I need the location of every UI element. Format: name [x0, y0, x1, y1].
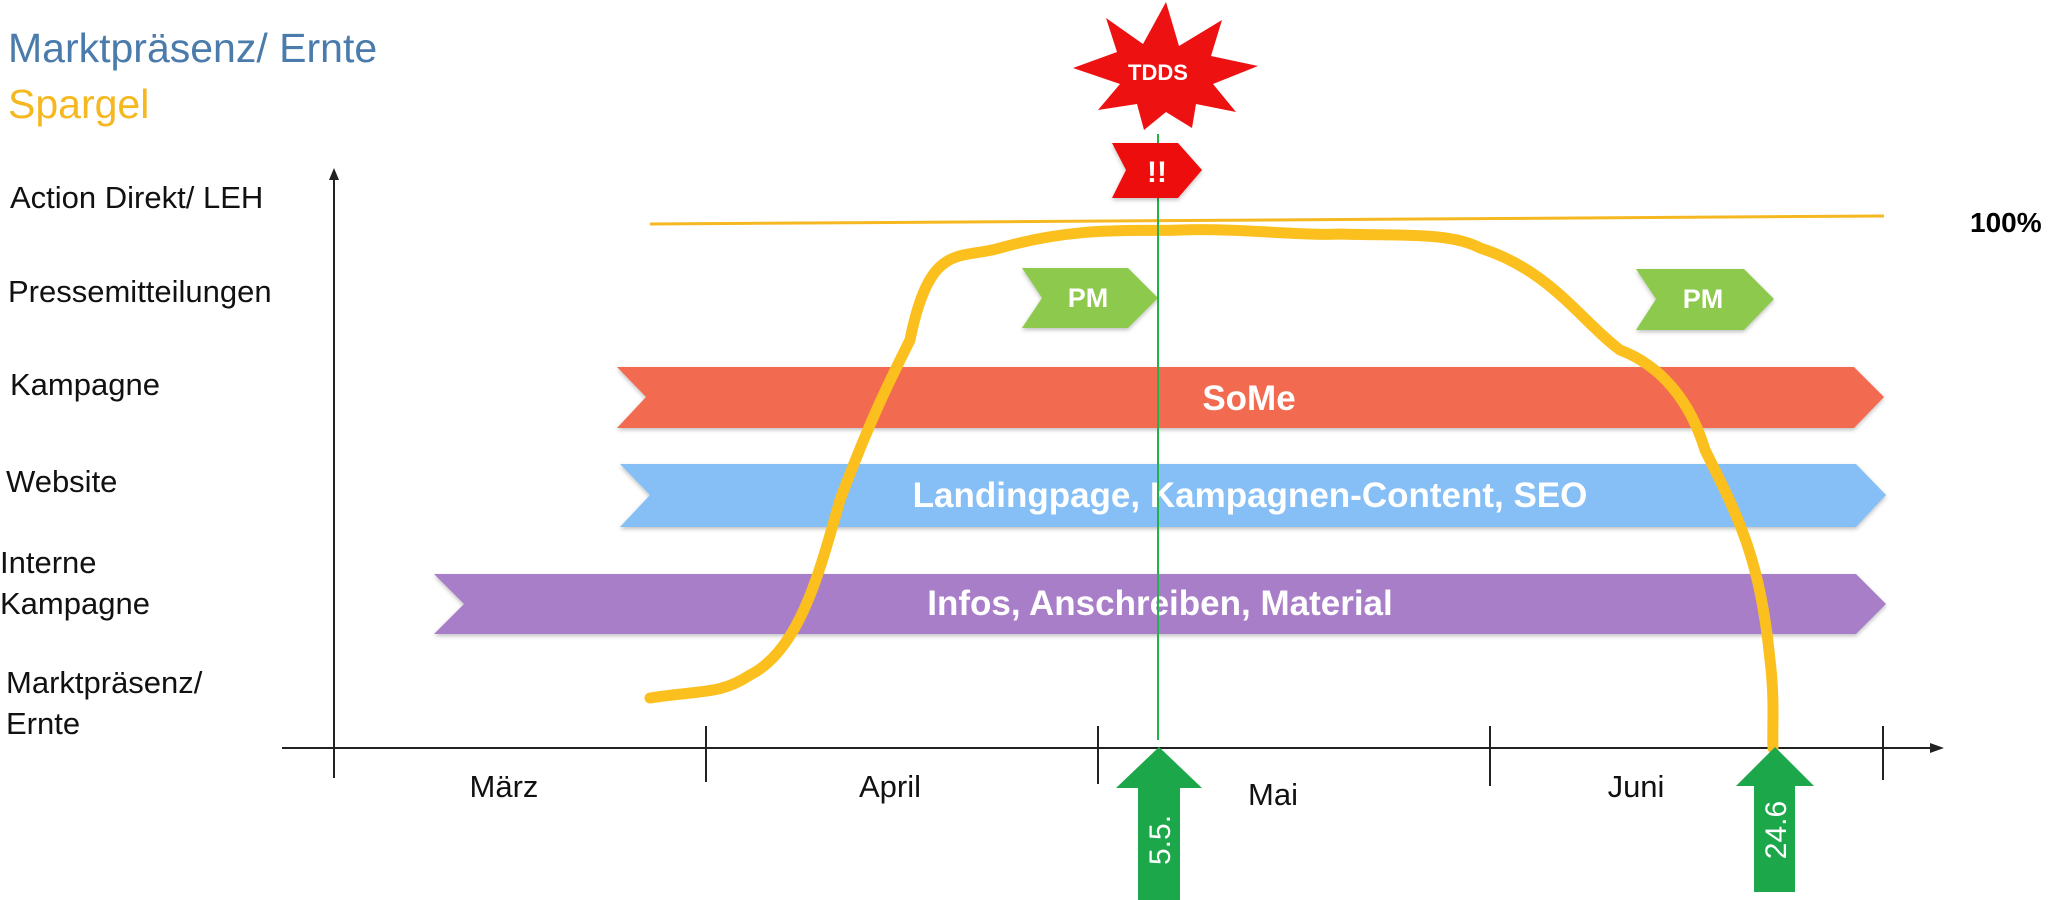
title-line-2: Spargel: [8, 81, 149, 127]
month-label-juni: Juni: [1608, 769, 1665, 804]
tdds-label: TDDS: [1128, 60, 1188, 85]
start-date-label: 5.5.: [1144, 815, 1177, 865]
pm-marker-1: PM: [1022, 268, 1158, 328]
month-label-maerz: März: [470, 769, 539, 804]
start-date-arrow: 5.5.: [1116, 747, 1202, 900]
row-label-ernte-2: Ernte: [6, 706, 80, 741]
harvest-curve: [644, 224, 1779, 754]
bar-intern: Infos, Anschreiben, Material: [434, 574, 1886, 634]
bar-website: Landingpage, Kampagnen-Content, SEO: [620, 464, 1886, 527]
hundred-percent-line: [649, 214, 1885, 226]
end-date-arrow: 24.6: [1736, 747, 1814, 892]
row-label-ernte-1: Marktpräsenz/: [6, 665, 203, 700]
end-date-label: 24.6: [1760, 801, 1793, 859]
x-axis-arrowhead: [1930, 743, 1944, 753]
alert-flag-label: !!: [1147, 156, 1167, 189]
alert-flag: !!: [1112, 143, 1202, 198]
tdds-burst: TDDS: [1073, 2, 1258, 130]
bar-some-label: SoMe: [1202, 379, 1295, 418]
row-label-presse: Pressemitteilungen: [8, 274, 272, 309]
pm-marker-2: PM: [1636, 269, 1774, 330]
row-label-intern-2: Kampagne: [0, 586, 150, 621]
pm-marker-2-label: PM: [1683, 284, 1724, 314]
row-label-kampagne: Kampagne: [10, 367, 160, 402]
pm-marker-1-label: PM: [1068, 283, 1109, 313]
y-axis-arrowhead: [329, 168, 339, 180]
bar-intern-label: Infos, Anschreiben, Material: [927, 584, 1392, 623]
row-label-action: Action Direkt/ LEH: [10, 180, 263, 215]
bar-website-label: Landingpage, Kampagnen-Content, SEO: [913, 476, 1588, 515]
title-line-1: Marktpräsenz/ Ernte: [8, 25, 377, 71]
bar-some: SoMe: [617, 367, 1884, 428]
hundred-percent-label: 100%: [1970, 207, 2042, 238]
month-label-mai: Mai: [1248, 777, 1298, 812]
month-label-april: April: [859, 769, 921, 804]
row-label-intern-1: Interne: [0, 545, 97, 580]
row-label-website: Website: [6, 464, 117, 499]
